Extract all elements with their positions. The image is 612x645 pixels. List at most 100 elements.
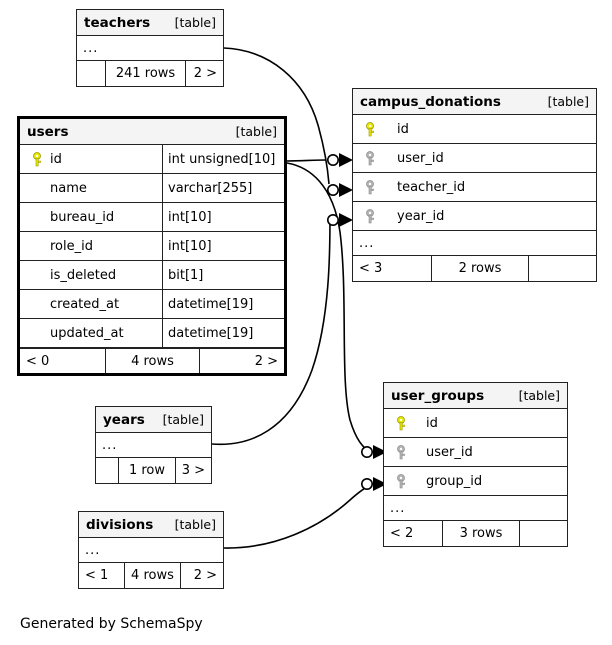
table-teachers-footer: 241 rows 2 > (77, 61, 223, 86)
table-user-groups-footer-next[interactable] (519, 521, 567, 546)
table-row[interactable]: role_id int[10] (20, 232, 284, 261)
edge-users-to-campus-donations-user-id (286, 159, 327, 162)
zero-marker (326, 184, 339, 197)
table-user-groups-header: user_groups [table] (384, 383, 567, 409)
table-user-groups-ellipsis: ... (384, 496, 567, 521)
edge-divisions-to-user-groups-group-id (223, 483, 373, 549)
table-user-groups[interactable]: user_groups [table] id user_id (383, 382, 568, 547)
crowsfoot-icon (339, 153, 353, 167)
table-divisions-name: divisions (86, 516, 154, 533)
column-type: int[10] (162, 232, 284, 260)
table-row[interactable]: id int unsigned[10] (20, 145, 284, 174)
zero-marker (360, 477, 373, 490)
table-teachers-ellipsis: ... (77, 36, 223, 61)
table-user-groups-footer-prev[interactable]: < 2 (390, 526, 414, 541)
table-row[interactable]: id (384, 409, 567, 438)
table-users-kind: [table] (235, 123, 277, 139)
table-years-name: years (103, 411, 145, 428)
table-teachers-footer-next[interactable]: 2 > (185, 61, 223, 86)
zero-marker (326, 154, 339, 167)
column-name: created_at (50, 296, 120, 312)
table-years-kind: [table] (162, 411, 204, 427)
table-users-header: users [table] (20, 119, 284, 145)
table-user-groups-footer: < 2 3 rows (384, 521, 567, 546)
column-type: int[10] (162, 203, 284, 231)
table-users-footer-prev[interactable]: < 0 (26, 353, 50, 369)
table-row[interactable]: id (353, 115, 596, 144)
table-divisions-footer-prev[interactable]: < 1 (85, 568, 109, 583)
table-campus-donations-footer-rows: 2 rows (431, 256, 528, 281)
table-campus-donations-kind: [table] (547, 93, 589, 109)
column-name: id (50, 151, 62, 167)
table-teachers-footer-prev[interactable] (77, 61, 105, 86)
table-divisions-footer-rows: 4 rows (124, 563, 180, 588)
column-name: id (426, 415, 438, 431)
foreign-key-icon (359, 208, 381, 224)
zero-marker (360, 445, 373, 458)
table-user-groups-name: user_groups (391, 387, 485, 404)
table-users[interactable]: users [table] id int unsigned[10] name v… (17, 116, 287, 376)
table-years-header: years [table] (96, 407, 211, 433)
table-row[interactable]: name varchar[255] (20, 174, 284, 203)
table-row[interactable]: updated_at datetime[19] (20, 319, 284, 348)
table-row[interactable]: user_id (353, 144, 596, 173)
column-name: role_id (50, 238, 93, 254)
table-row[interactable]: created_at datetime[19] (20, 290, 284, 319)
column-type: varchar[255] (162, 174, 284, 202)
table-campus-donations[interactable]: campus_donations [table] id user_id (352, 88, 597, 282)
table-row[interactable]: bureau_id int[10] (20, 203, 284, 232)
table-teachers-kind: [table] (174, 14, 216, 30)
table-teachers[interactable]: teachers [table] ... 241 rows 2 > (76, 9, 224, 87)
table-row[interactable]: group_id (384, 467, 567, 496)
table-years[interactable]: years [table] ... 1 row 3 > (95, 406, 212, 484)
table-row[interactable]: is_deleted bit[1] (20, 261, 284, 290)
table-row[interactable]: year_id (353, 202, 596, 231)
column-name: updated_at (50, 325, 124, 341)
column-type: datetime[19] (162, 319, 284, 347)
table-divisions-header: divisions [table] (79, 512, 223, 538)
foreign-key-icon (359, 179, 381, 195)
table-campus-donations-footer-next[interactable] (528, 256, 596, 281)
table-teachers-footer-rows: 241 rows (105, 61, 185, 86)
table-divisions-footer-next[interactable]: 2 > (179, 563, 223, 588)
table-years-footer: 1 row 3 > (96, 458, 211, 483)
column-name: teacher_id (397, 179, 466, 195)
table-divisions-footer: < 1 4 rows 2 > (79, 563, 223, 588)
column-name: bureau_id (50, 209, 115, 225)
crowsfoot-icon (339, 213, 353, 227)
column-name: year_id (397, 208, 445, 224)
primary-key-icon (390, 415, 412, 431)
table-campus-donations-footer-prev[interactable]: < 3 (359, 261, 383, 276)
table-row[interactable]: teacher_id (353, 173, 596, 202)
table-campus-donations-ellipsis: ... (353, 231, 596, 256)
table-divisions-kind: [table] (174, 516, 216, 532)
table-users-name: users (27, 123, 69, 140)
column-name: name (50, 180, 87, 196)
table-divisions-ellipsis: ... (79, 538, 223, 563)
primary-key-icon (359, 121, 381, 137)
table-user-groups-kind: [table] (518, 387, 560, 403)
foreign-key-icon (359, 150, 381, 166)
table-campus-donations-footer: < 3 2 rows (353, 256, 596, 281)
column-name: user_id (397, 150, 444, 166)
table-years-footer-prev[interactable] (96, 458, 118, 483)
table-years-footer-next[interactable]: 3 > (175, 458, 211, 483)
column-type: datetime[19] (162, 290, 284, 318)
column-name: id (397, 121, 409, 137)
zero-marker (326, 214, 339, 227)
column-name: group_id (426, 473, 483, 489)
table-teachers-header: teachers [table] (77, 10, 223, 36)
column-type: bit[1] (162, 261, 284, 289)
table-campus-donations-header: campus_donations [table] (353, 89, 596, 115)
table-divisions[interactable]: divisions [table] ... < 1 4 rows 2 > (78, 511, 224, 589)
table-users-footer-rows: 4 rows (105, 349, 199, 373)
table-users-footer-next[interactable]: 2 > (199, 349, 284, 373)
table-teachers-name: teachers (84, 14, 151, 31)
primary-key-icon (26, 151, 48, 167)
table-years-ellipsis: ... (96, 433, 211, 458)
column-type: int unsigned[10] (162, 145, 284, 173)
foreign-key-icon (390, 444, 412, 460)
table-users-footer: < 0 4 rows 2 > (20, 348, 284, 373)
table-years-footer-rows: 1 row (118, 458, 175, 483)
table-row[interactable]: user_id (384, 438, 567, 467)
